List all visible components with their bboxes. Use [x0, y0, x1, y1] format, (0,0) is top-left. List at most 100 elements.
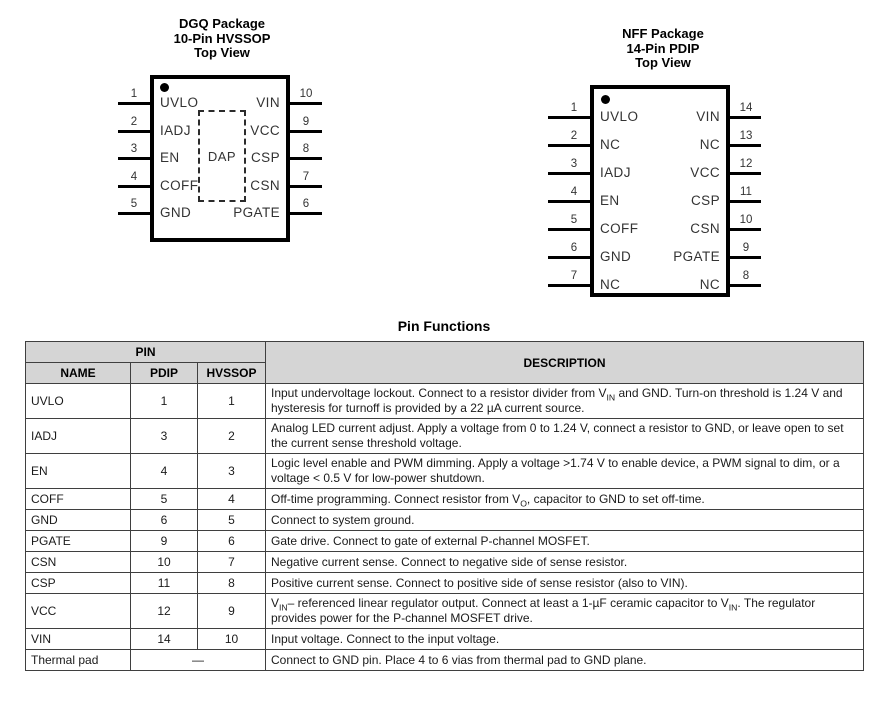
dgq-dap-thermal-pad-outline: DAP — [198, 110, 246, 202]
pin-description-cell: VIN– referenced linear regulator output.… — [265, 593, 864, 629]
pin-label: PGATE — [233, 205, 280, 220]
pin-description-cell: Connect to GND pin. Place 4 to 6 vias fr… — [265, 649, 864, 671]
hvssop-pin-cell: 3 — [197, 453, 266, 489]
hvssop-pin-cell: 10 — [197, 628, 266, 650]
pin-label: CSP — [691, 193, 720, 208]
pin-lead — [548, 256, 590, 259]
pin-name-cell: IADJ — [25, 418, 131, 454]
pin-label: EN — [160, 150, 180, 165]
pin-lead — [730, 256, 761, 259]
hvssop-pin-cell: 2 — [197, 418, 266, 454]
pin-lead — [290, 102, 322, 105]
pdip-column-header: PDIP — [130, 362, 198, 384]
nff-package-body — [590, 85, 730, 297]
hvssop-pin-cell: 1 — [197, 383, 266, 419]
pin-description-cell: Input undervoltage lockout. Connect to a… — [265, 383, 864, 419]
pin-lead — [118, 130, 150, 133]
pin-number: 3 — [570, 158, 578, 170]
pin-label: GND — [600, 249, 632, 264]
pin-label: COFF — [600, 221, 639, 236]
pin-label: CSN — [250, 178, 280, 193]
pin-number: 14 — [739, 102, 753, 114]
pin-label: NC — [699, 137, 720, 152]
pin-lead — [730, 228, 761, 231]
pin-description-cell: Off-time programming. Connect resistor f… — [265, 488, 864, 510]
pin-lead — [118, 185, 150, 188]
dgq-package-title: DGQ Package 10-Pin HVSSOP Top View — [112, 16, 332, 61]
pin-name-cell: COFF — [25, 488, 131, 510]
pin-name-cell: UVLO — [25, 383, 131, 419]
pin-table-row: Thermal pad—Connect to GND pin. Place 4 … — [25, 649, 864, 671]
hvssop-column-header: HVSSOP — [197, 362, 266, 384]
dgq-title-line1: DGQ Package — [179, 16, 265, 31]
pin-label: EN — [600, 193, 620, 208]
pin-lead — [548, 144, 590, 147]
pin-number: 7 — [302, 171, 310, 183]
hvssop-pin-cell: 8 — [197, 572, 266, 594]
pin-number: 7 — [570, 270, 578, 282]
pin-label: GND — [160, 205, 192, 220]
pin-label: PGATE — [673, 249, 720, 264]
pin-name-cell: VCC — [25, 593, 131, 629]
pin-lead — [548, 116, 590, 119]
header-row-2: NAME PDIP HVSSOP — [25, 362, 864, 384]
pin-label: NC — [600, 277, 621, 292]
description-header: DESCRIPTION — [265, 341, 864, 384]
pin-number: 1 — [570, 102, 578, 114]
pin-lead — [730, 116, 761, 119]
pin-lead — [730, 284, 761, 287]
dap-label: DAP — [206, 148, 238, 164]
pin-label: NC — [600, 137, 621, 152]
pin-number: 4 — [130, 171, 138, 183]
pin-name-cell: PGATE — [25, 530, 131, 552]
pin-description-cell: Positive current sense. Connect to posit… — [265, 572, 864, 594]
nff-title-line1: NFF Package — [622, 26, 704, 41]
pdip-pin-cell: 4 — [130, 453, 198, 489]
pin-name-cell: GND — [25, 509, 131, 531]
pin-number: 10 — [739, 214, 753, 226]
pin-label: UVLO — [160, 95, 199, 110]
pin-description-cell: Logic level enable and PWM dimming. Appl… — [265, 453, 864, 489]
pin-number: 9 — [742, 242, 750, 254]
nff-package-title: NFF Package 14-Pin PDIP Top View — [553, 26, 773, 71]
pin-lead — [118, 102, 150, 105]
pin-label: CSP — [251, 150, 280, 165]
pin-name-cell: EN — [25, 453, 131, 489]
pin-number: 5 — [570, 214, 578, 226]
pin-number: 9 — [302, 116, 310, 128]
pin-number: 5 — [130, 198, 138, 210]
pin-number: 13 — [739, 130, 753, 142]
pin-number: 8 — [742, 270, 750, 282]
pdip-pin-cell: 6 — [130, 509, 198, 531]
pin-lead — [118, 157, 150, 160]
pin-number: 10 — [299, 88, 313, 100]
hvssop-pin-cell: 9 — [197, 593, 266, 629]
pin-number: 2 — [570, 130, 578, 142]
pin-lead — [548, 284, 590, 287]
hvssop-pin-cell: 7 — [197, 551, 266, 573]
pin-description-cell: Negative current sense. Connect to negat… — [265, 551, 864, 573]
header-row-1: PIN DESCRIPTION — [25, 341, 864, 384]
name-column-header: NAME — [25, 362, 131, 384]
pin-label: CSN — [690, 221, 720, 236]
dgq-package-body — [150, 75, 290, 242]
pin-label: IADJ — [600, 165, 631, 180]
hvssop-pin-cell: 5 — [197, 509, 266, 531]
pin-lead — [290, 157, 322, 160]
hvssop-pin-cell: 4 — [197, 488, 266, 510]
pin-number: 4 — [570, 186, 578, 198]
pdip-pin-cell: 12 — [130, 593, 198, 629]
nff-title-line3: Top View — [635, 55, 691, 70]
pin-description-cell: Analog LED current adjust. Apply a volta… — [265, 418, 864, 454]
pdip-pin-cell: 10 — [130, 551, 198, 573]
pin-name-cell: CSP — [25, 572, 131, 594]
pin-lead — [548, 200, 590, 203]
